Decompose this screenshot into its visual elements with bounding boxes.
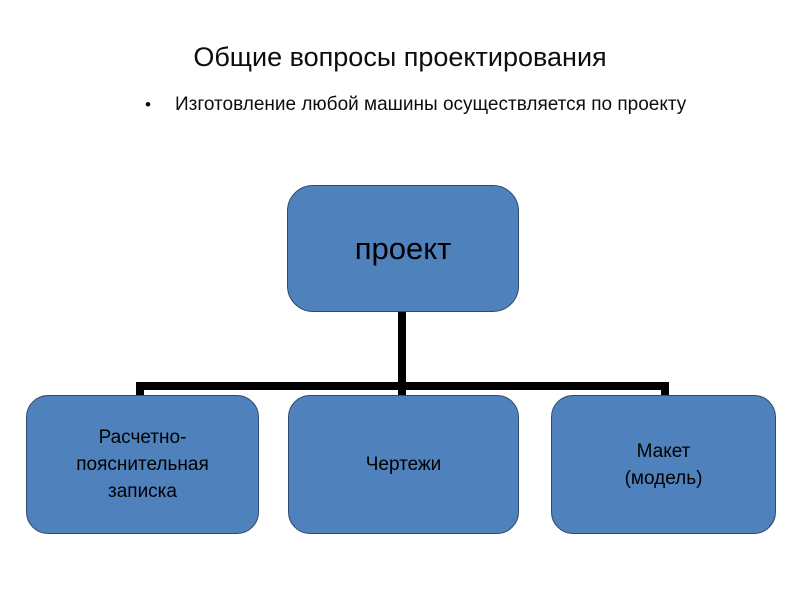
diagram-node-child-2[interactable]: Чертежи [288, 395, 519, 534]
diagram-node-child-3-label: Макет (модель) [624, 440, 703, 489]
connector-stub-right [661, 382, 669, 396]
bullet-list-item: • Изготовление любой машины осуществляет… [145, 92, 795, 117]
diagram-node-child-3[interactable]: Макет (модель) [551, 395, 776, 534]
diagram-node-child-2-label: Чертежи [365, 454, 442, 475]
bullet-item-label: Изготовление любой машины осуществляется… [175, 94, 687, 115]
diagram-node-child-1-label: Расчетно- пояснительная записка [76, 427, 209, 502]
diagram-node-child-1[interactable]: Расчетно- пояснительная записка [26, 395, 259, 534]
diagram-node-root[interactable]: проект [287, 185, 519, 312]
connector-stub-middle [398, 382, 406, 396]
diagram-node-root-label: проект [354, 230, 452, 266]
connector-trunk-vertical [398, 311, 406, 389]
bullet-marker-icon: • [145, 95, 151, 114]
connector-stub-left [136, 382, 144, 396]
page-title: Общие вопросы проектирования [193, 42, 607, 72]
